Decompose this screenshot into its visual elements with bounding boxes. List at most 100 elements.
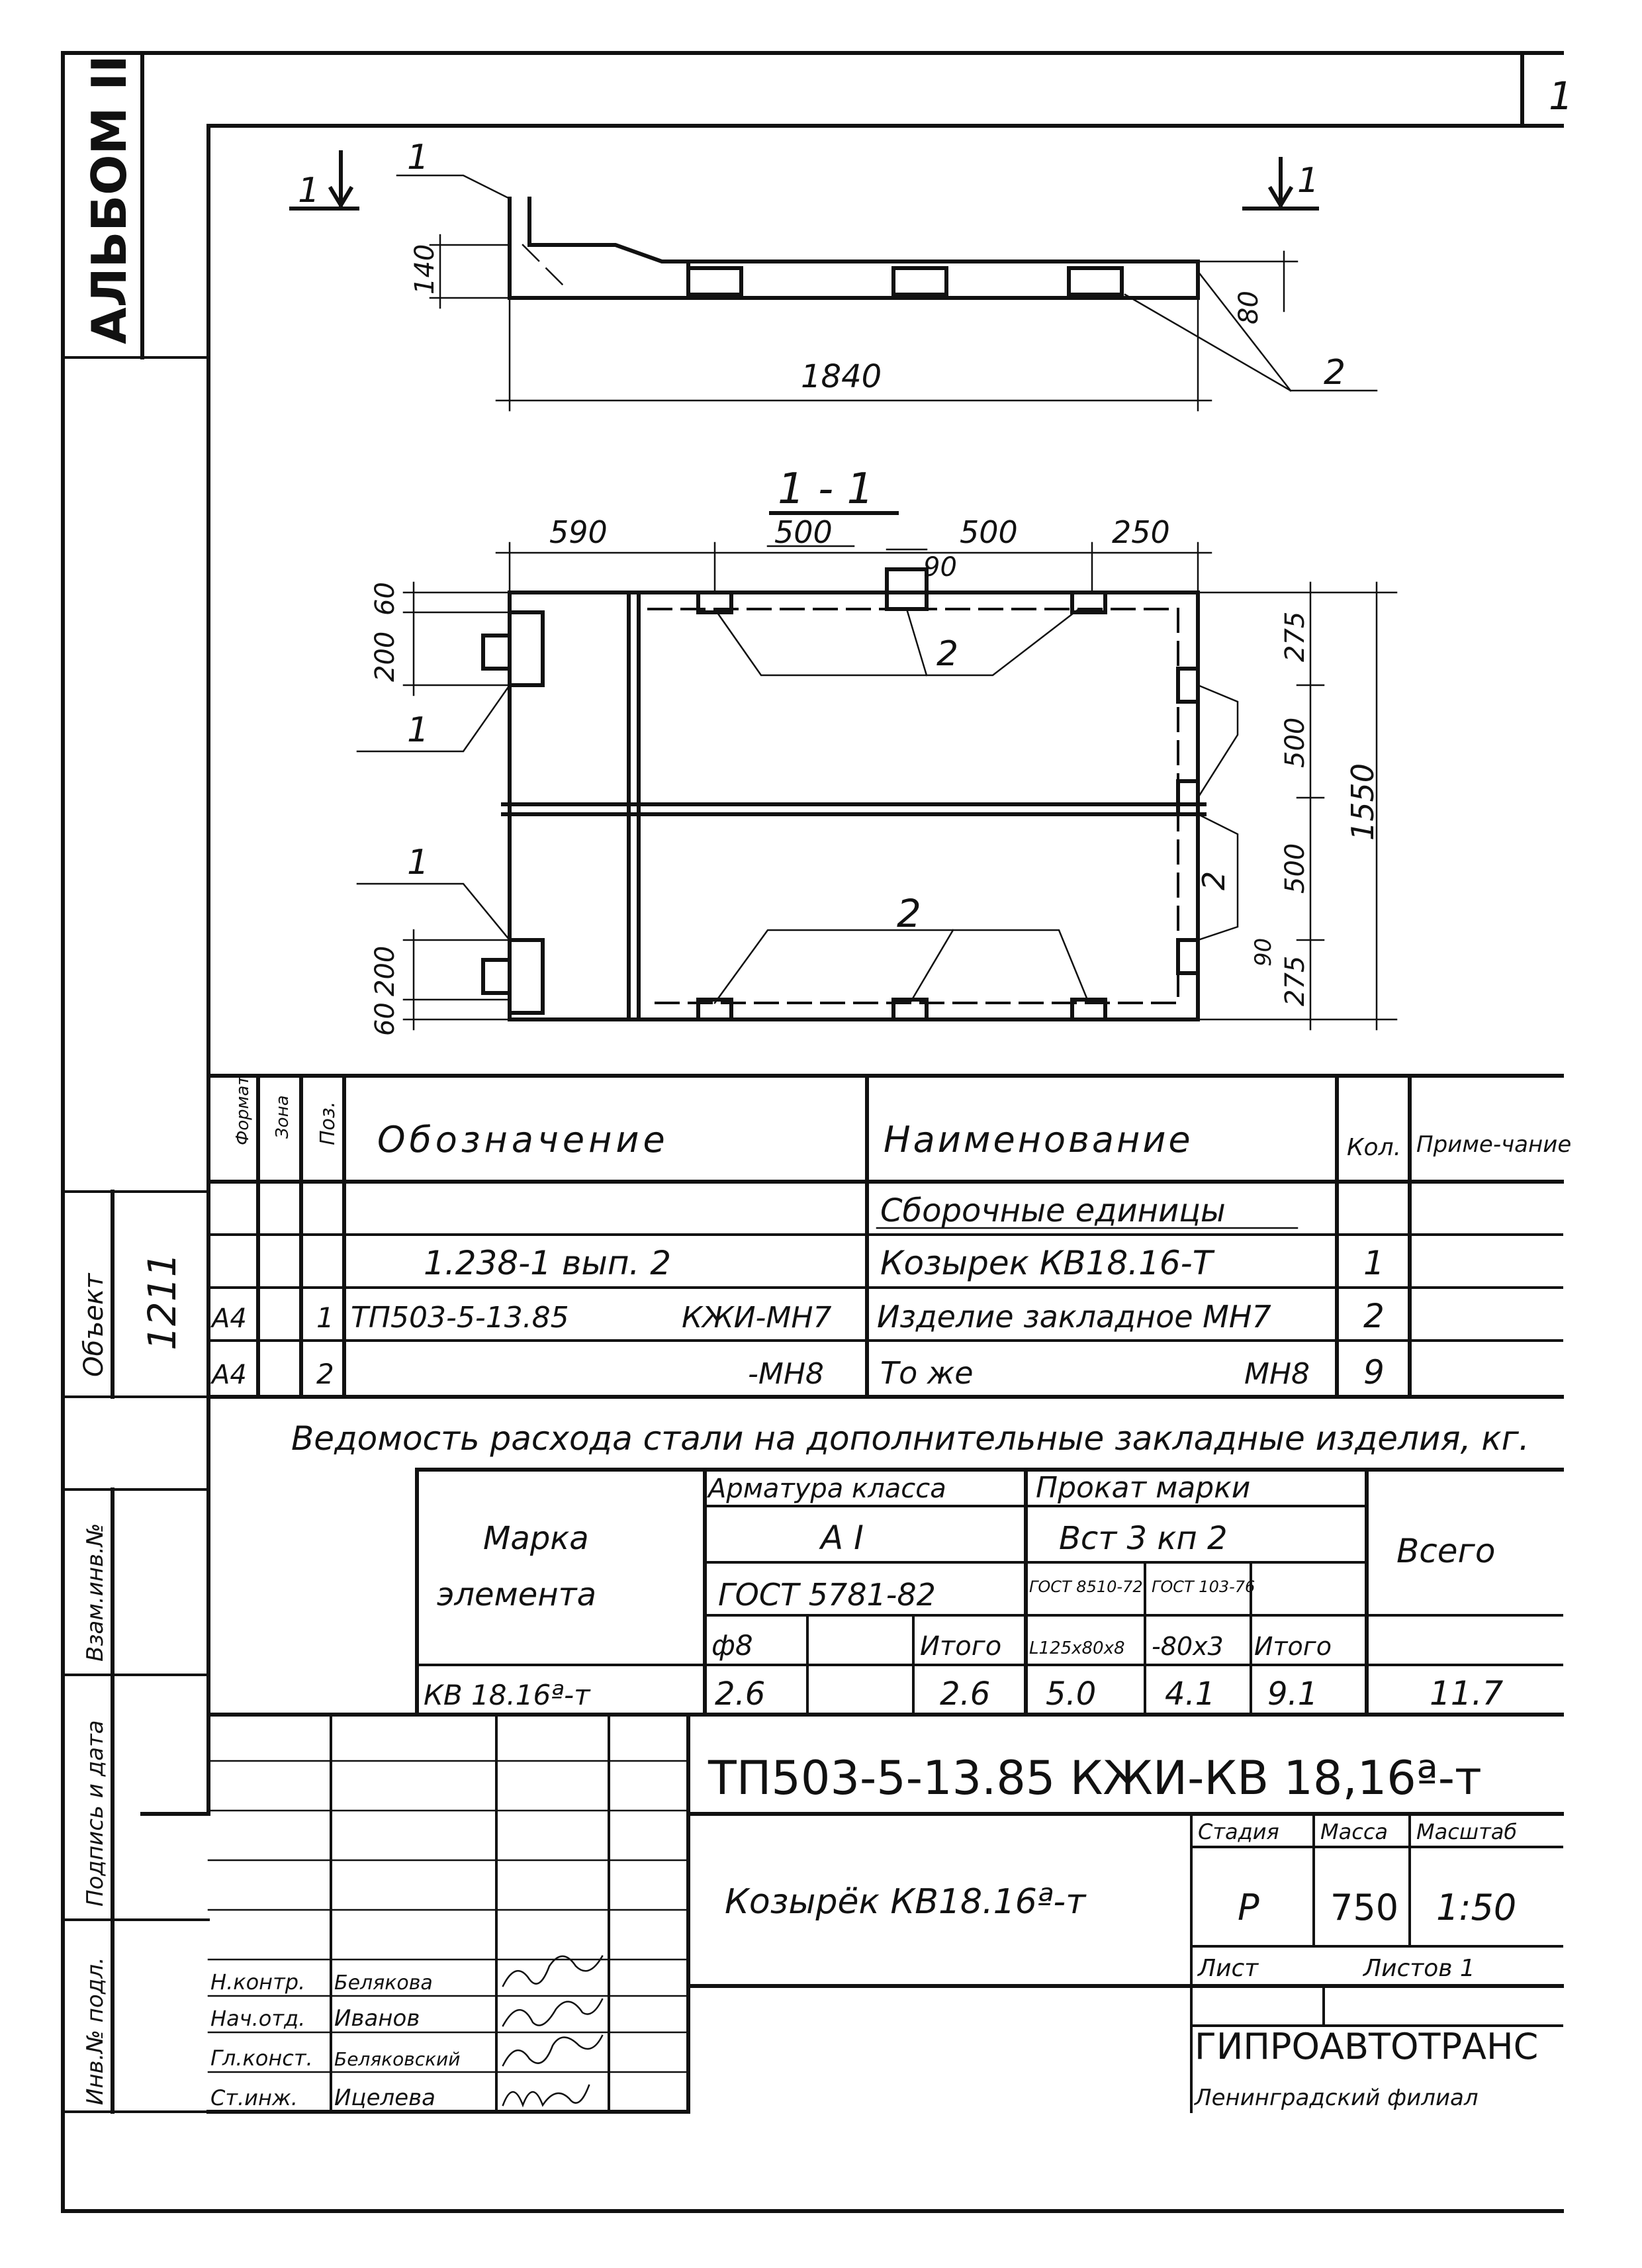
- spec-row-name-right: МН8: [1244, 1357, 1310, 1391]
- swap-inv-label: Взам.инв.№: [82, 1523, 109, 1662]
- title-scale-header: Масштаб: [1416, 1819, 1517, 1844]
- spec-header-pos: Поз.: [316, 1102, 340, 1145]
- spec-row-pos: 2: [316, 1358, 334, 1390]
- dim-60b: 60: [370, 1002, 400, 1036]
- steel-rolled-header: Прокат марки: [1036, 1471, 1250, 1505]
- spec-row-1: 1.238-1 вып. 2 Козырек КВ18.16-Т 1: [424, 1244, 1385, 1282]
- leader-pos1: 1: [407, 138, 429, 177]
- spec-row-qty: 9: [1363, 1353, 1385, 1392]
- dim-90a: 90: [923, 552, 957, 583]
- object-value: 1211: [140, 1252, 185, 1350]
- steel-table: [206, 1468, 1564, 1717]
- label-pos1-top: 1: [407, 710, 429, 750]
- spec-row-pos: 1: [316, 1301, 334, 1334]
- steel-mark-header-1: Марка: [483, 1520, 589, 1557]
- steel-col-d8: ф8: [711, 1629, 753, 1662]
- title-sheet-label: Лист: [1197, 1955, 1259, 1982]
- dim-60a: 60: [370, 582, 400, 616]
- spec-row-2: А4 1 ТП503-5-13.85 КЖИ-МН7 Изделие закла…: [210, 1297, 1385, 1335]
- dim-500b: 500: [960, 514, 1018, 550]
- steel-rebar-class: А I: [819, 1519, 864, 1557]
- label-pos2-top: 2: [936, 634, 958, 674]
- spec-row-designation: ТП503-5-13.85: [351, 1301, 569, 1335]
- steel-col-itogo1: Итого: [920, 1631, 1001, 1662]
- dim-200b: 200: [370, 946, 400, 996]
- dim-275b: 275: [1280, 956, 1310, 1006]
- dim-1840: 1840: [801, 358, 882, 395]
- signer-role: Ст.инж.: [210, 2085, 298, 2110]
- spec-row-qty: 1: [1363, 1244, 1385, 1282]
- section-title: 1 - 1: [778, 465, 874, 514]
- steel-rolled-grade: Вст 3 кп 2: [1059, 1520, 1228, 1557]
- dim-200a: 200: [370, 632, 400, 682]
- spec-row-designation-right: -МН8: [748, 1357, 824, 1391]
- steel-title: Ведомость расхода стали на дополнительны…: [291, 1419, 1529, 1458]
- steel-row-itogo2: 9.1: [1267, 1676, 1318, 1713]
- spec-row-designation-right: КЖИ-МН7: [682, 1301, 831, 1335]
- steel-row-total: 11.7: [1430, 1674, 1504, 1713]
- label-pos1-bottom: 1: [407, 843, 429, 882]
- signature-3: [502, 2034, 604, 2067]
- signer-name: Белякова: [334, 1971, 433, 1995]
- label-pos2-bottom: 2: [897, 891, 921, 936]
- steel-row-itogo1: 2.6: [940, 1676, 990, 1713]
- spec-header-designation: Обозначение: [377, 1119, 669, 1160]
- steel-row-strip: 4.1: [1165, 1676, 1215, 1713]
- signature-1: [502, 1955, 604, 1987]
- steel-row-angle: 5.0: [1046, 1676, 1096, 1713]
- steel-mark-header-2: элемента: [437, 1576, 596, 1613]
- dim-500a: 500: [774, 514, 833, 550]
- dim-500d: 500: [1280, 843, 1310, 894]
- steel-row-d8: 2.6: [715, 1676, 765, 1713]
- signer-role: Нач.отд.: [210, 2006, 305, 2031]
- spec-row-name: Козырек КВ18.16-Т: [880, 1244, 1215, 1282]
- steel-rolled-gost1: ГОСТ 8510-72: [1029, 1578, 1143, 1596]
- spec-header-zone: Зона: [273, 1095, 293, 1139]
- title-mass-header: Масса: [1320, 1819, 1388, 1844]
- dim-250: 250: [1112, 514, 1170, 550]
- signer-role: Гл.конст.: [210, 2046, 313, 2071]
- dim-1550: 1550: [1345, 763, 1381, 841]
- steel-col-angle: L125x80x8: [1029, 1638, 1125, 1658]
- spec-row-name: То же: [880, 1355, 974, 1391]
- steel-row-mark: КВ 18.16ª-т: [424, 1679, 591, 1711]
- leader-pos2: 2: [1324, 353, 1346, 393]
- title-sheets-label: Листов 1: [1362, 1955, 1475, 1982]
- title-name: Козырёк КВ18.16ª-т: [725, 1882, 1087, 1922]
- title-scale: 1:50: [1436, 1887, 1516, 1928]
- steel-rebar-gost: ГОСТ 5781-82: [718, 1577, 936, 1613]
- spec-header-format: Формат: [233, 1075, 253, 1145]
- dim-590: 590: [549, 514, 608, 550]
- dim-90b: 90: [1250, 938, 1277, 967]
- title-mass: 750: [1330, 1887, 1398, 1928]
- spec-row-format: А4: [210, 1360, 247, 1390]
- label-pos2-right: 2: [1196, 871, 1232, 890]
- title-stage: Р: [1238, 1887, 1259, 1928]
- signature-4: [502, 2084, 590, 2108]
- spec-row-qty: 2: [1363, 1297, 1385, 1335]
- object-label: Объект: [79, 1272, 109, 1377]
- inv-orig-label: Инв.№ подл.: [82, 1957, 109, 2105]
- steel-rolled-gost2: ГОСТ 103-76: [1152, 1578, 1255, 1596]
- steel-total-header: Всего: [1396, 1532, 1495, 1570]
- title-org: ГИПРОАВТОТРАНС: [1195, 2026, 1538, 2067]
- title-stage-header: Стадия: [1198, 1819, 1279, 1844]
- dim-140: 140: [410, 244, 440, 295]
- section-view: 1 - 1 590 500 500 250: [356, 465, 1398, 1036]
- spec-header-name: Наименование: [884, 1119, 1193, 1160]
- sheet-number: 1: [1549, 73, 1573, 118]
- dim-80: 80: [1234, 291, 1264, 324]
- spec-header-qty: Кол.: [1347, 1134, 1401, 1161]
- steel-rebar-class-header: Арматура класса: [706, 1474, 946, 1504]
- signer-name: Иванов: [334, 2005, 420, 2032]
- signature-2: [502, 1998, 604, 2027]
- section-mark-left: 1: [298, 171, 320, 211]
- dim-275a: 275: [1280, 612, 1310, 662]
- elevation-view: 140 1840 80 1 1 1 2: [289, 138, 1378, 412]
- dim-500c: 500: [1280, 718, 1310, 768]
- album-label: АЛЬБОМ II: [81, 55, 137, 344]
- spec-row-designation: 1.238-1 вып. 2: [424, 1244, 671, 1282]
- title-branch: Ленинградский филиал: [1193, 2085, 1479, 2111]
- spec-row-name: Изделие закладное МН7: [877, 1299, 1271, 1335]
- spec-row-format: А4: [210, 1303, 247, 1334]
